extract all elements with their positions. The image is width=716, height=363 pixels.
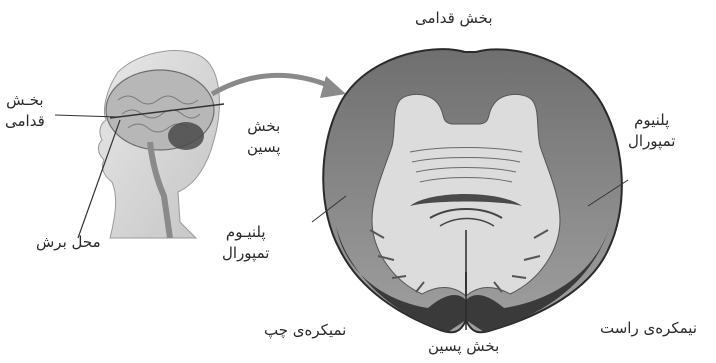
label-bottom-posterior: بخش پسین	[428, 336, 499, 357]
label-head-posterior-line2: پسین	[247, 137, 281, 158]
label-planum-left: پلنیـوم تمپورال	[222, 222, 269, 264]
label-right-hemisphere: نیمکره‌ی راست	[600, 318, 697, 339]
label-head-anterior-line1: بخـش	[5, 90, 45, 111]
arrow-icon	[212, 76, 346, 98]
label-cut-site: محل برش	[36, 232, 101, 253]
label-head-anterior: بخـش قدامی	[5, 90, 45, 132]
label-planum-left-line1: پلنیـوم	[222, 222, 269, 243]
label-planum-right: پلنیوم تمپورال	[628, 110, 675, 152]
label-head-posterior: بخش پسین	[247, 116, 281, 158]
label-top-anterior: بخش قدامی	[415, 8, 493, 29]
label-head-posterior-line1: بخش	[247, 116, 281, 137]
label-head-anterior-line2: قدامی	[5, 111, 45, 132]
head-profile-icon	[55, 51, 224, 238]
brain-section-icon	[312, 49, 628, 332]
label-planum-right-line2: تمپورال	[628, 131, 675, 152]
label-planum-left-line2: تمپورال	[222, 243, 269, 264]
label-planum-right-line1: پلنیوم	[628, 110, 675, 131]
label-left-hemisphere: نمیکره‌ی چپ	[264, 320, 346, 341]
